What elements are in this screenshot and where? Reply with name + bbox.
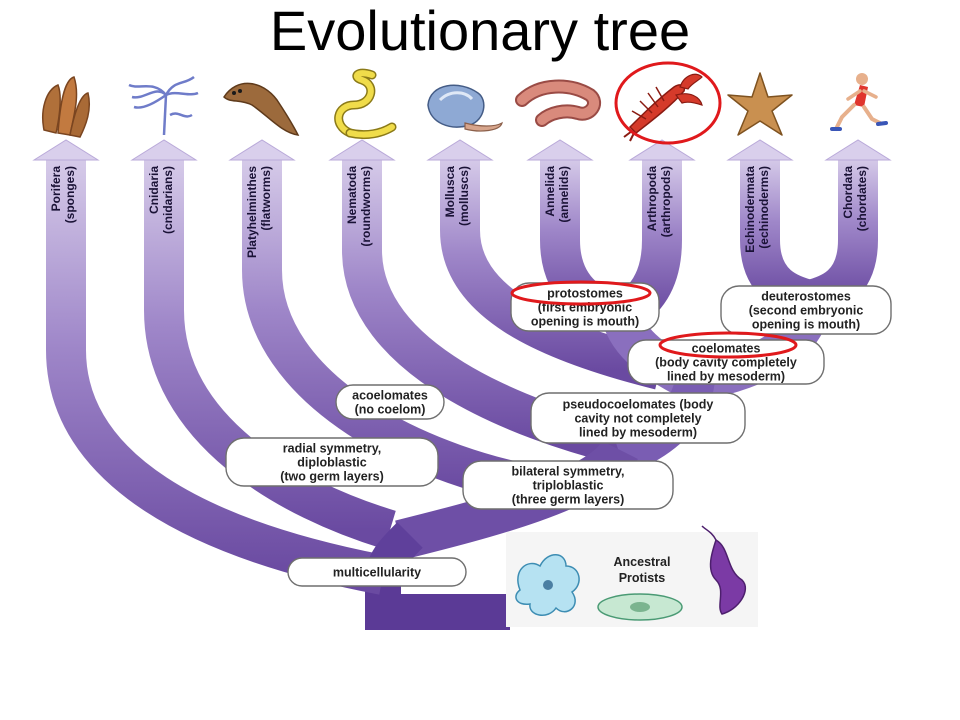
runner-icon bbox=[830, 73, 888, 131]
phylum-name: Chordata bbox=[841, 166, 855, 219]
arrow-head-annelida bbox=[526, 139, 594, 161]
earthworm-icon bbox=[515, 79, 602, 127]
acoelomates-node-text: acoelomates bbox=[352, 389, 428, 403]
arrow-head-mollusca bbox=[426, 139, 494, 161]
coelomates-highlight-oval bbox=[658, 331, 798, 359]
deuterostomes-node-text: deuterostomes bbox=[761, 290, 851, 304]
arrow-head-porifera bbox=[32, 139, 100, 161]
acoelomates-node-box bbox=[335, 384, 445, 420]
starfish-icon bbox=[727, 72, 793, 136]
bilateral-node: bilateral symmetry,triploblastic(three g… bbox=[462, 460, 674, 510]
phylum-name: Mollusca bbox=[443, 166, 457, 218]
arrow-head-echinodermata bbox=[726, 139, 794, 161]
sponge-icon bbox=[42, 76, 91, 138]
coelomates-node-text: (body cavity completely bbox=[655, 356, 797, 370]
phylum-common-name: (cnidarians) bbox=[161, 166, 175, 234]
roundworm-icon bbox=[334, 68, 397, 140]
coelomates-node-text: coelomates bbox=[692, 342, 761, 356]
pseudocoelomates-node-text: pseudocoelomates (body bbox=[563, 398, 714, 412]
radial-node-text: diploblastic bbox=[297, 456, 367, 470]
phylum-label-nematoda: Nematoda(roundworms) bbox=[345, 166, 373, 247]
phylum-name: Platyhelminthes bbox=[245, 166, 259, 258]
phylum-common-name: (molluscs) bbox=[457, 166, 471, 226]
arrow-head-platyhelminthes bbox=[228, 139, 296, 161]
pseudocoelomates-node-box bbox=[530, 392, 746, 444]
arrow-head-cnidaria bbox=[130, 139, 198, 161]
phylum-label-platyhelminthes: Platyhelminthes(flatworms) bbox=[245, 166, 273, 258]
phylum-common-name: (sponges) bbox=[63, 166, 77, 223]
arrow-head-nematoda bbox=[328, 139, 396, 161]
phylum-name: Porifera bbox=[49, 166, 63, 212]
protostomes-highlight-oval bbox=[510, 280, 652, 306]
crayfish-icon bbox=[623, 73, 703, 142]
phylum-label-echinodermata: Echinodermata(echinoderms) bbox=[743, 166, 771, 253]
highlight-annotations bbox=[510, 61, 798, 359]
phylum-label-mollusca: Mollusca(molluscs) bbox=[443, 166, 471, 226]
protists-label: Protists bbox=[619, 571, 666, 585]
radial-node: radial symmetry,diploblastic(two germ la… bbox=[225, 437, 439, 487]
phylum-common-name: (arthropods) bbox=[659, 166, 673, 237]
radial-node-text: radial symmetry, bbox=[283, 442, 381, 456]
phylum-name: Echinodermata bbox=[743, 166, 757, 253]
protostomes-node-text: opening is mouth) bbox=[531, 315, 639, 329]
bilateral-node-box bbox=[462, 460, 674, 510]
jellyfish-icon bbox=[128, 75, 199, 136]
page-title: Evolutionary tree bbox=[269, 0, 691, 62]
phylum-label-chordata: Chordata(chordates) bbox=[841, 166, 869, 232]
coelomates-node-text: lined by mesoderm) bbox=[667, 370, 785, 384]
pseudocoelomates-node-text: lined by mesoderm) bbox=[579, 426, 697, 440]
multicellularity-node-text: multicellularity bbox=[333, 566, 421, 580]
acoelomates-node-text: (no coelom) bbox=[355, 403, 426, 417]
deuterostomes-node-box bbox=[720, 285, 892, 335]
protostomes-node-text: protostomes bbox=[547, 287, 623, 301]
phylum-name: Annelida bbox=[543, 166, 557, 217]
phylum-label-arthropoda: Arthropoda(arthropods) bbox=[645, 166, 673, 238]
phylum-name: Nematoda bbox=[345, 166, 359, 224]
phylum-label-cnidaria: Cnidaria(cnidarians) bbox=[147, 166, 175, 234]
arthropod-highlight-circle bbox=[614, 61, 722, 145]
multicellularity-node: multicellularity bbox=[287, 557, 467, 587]
radial-node-box bbox=[225, 437, 439, 487]
acoelomates-node: acoelomates(no coelom) bbox=[335, 384, 445, 420]
deuterostomes-node-text: opening is mouth) bbox=[752, 318, 860, 332]
phylum-common-name: (flatworms) bbox=[259, 166, 273, 231]
mollusca-branch bbox=[440, 158, 665, 390]
euglena-icon bbox=[701, 525, 747, 615]
multicellularity-node-box bbox=[287, 557, 467, 587]
phylum-name: Cnidaria bbox=[147, 166, 161, 214]
bilateral-node-text: (three germ layers) bbox=[512, 493, 625, 507]
coelomates-node-box bbox=[627, 339, 825, 385]
phylum-common-name: (annelids) bbox=[557, 166, 571, 223]
ancestral-label: Ancestral bbox=[614, 555, 671, 569]
deuterostomes-node-text: (second embryonic bbox=[749, 304, 864, 318]
paramecium-icon bbox=[597, 593, 683, 621]
ancestral-protists: Ancestral Protists bbox=[506, 525, 758, 627]
phylum-name: Arthropoda bbox=[645, 166, 659, 232]
radial-node-text: (two germ layers) bbox=[280, 470, 384, 484]
arrow-head-arthropoda bbox=[628, 139, 696, 161]
pseudocoelomates-node-text: cavity not completely bbox=[574, 412, 701, 426]
phylum-common-name: (roundworms) bbox=[359, 166, 373, 247]
snail-icon bbox=[427, 84, 503, 132]
organism-icons bbox=[42, 68, 888, 142]
phylum-label-annelida: Annelida(annelids) bbox=[543, 166, 571, 223]
bilateral-node-text: triploblastic bbox=[533, 479, 604, 493]
phylum-label-porifera: Porifera(sponges) bbox=[49, 166, 77, 224]
arrow-heads bbox=[32, 139, 892, 161]
phylum-common-name: (chordates) bbox=[855, 166, 869, 231]
phylum-labels: Porifera(sponges) Cnidaria(cnidarians) Pla… bbox=[49, 166, 869, 258]
amoeba-icon bbox=[515, 554, 580, 616]
arrow-head-chordata bbox=[824, 139, 892, 161]
flatworm-icon bbox=[223, 82, 300, 136]
phylum-common-name: (echinoderms) bbox=[757, 166, 771, 249]
bilateral-node-text: bilateral symmetry, bbox=[511, 465, 624, 479]
